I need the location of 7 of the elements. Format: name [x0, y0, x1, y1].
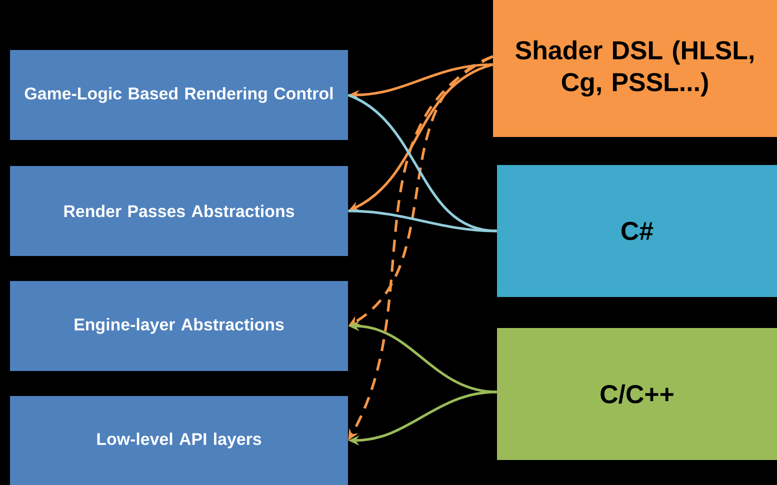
text-box: Render Passes Abstractions — [10, 166, 348, 256]
text-box: C/C++ — [497, 328, 777, 460]
text-box: Engine-layer Abstractions — [10, 280, 348, 371]
text-box: C# — [497, 164, 777, 297]
text-box: Shader DSL (HLSL, Cg, PSSL...) — [493, 0, 777, 137]
text-box: Game-Logic Based Rendering Control — [10, 50, 348, 140]
text-box: Low-level API layers — [10, 396, 348, 485]
